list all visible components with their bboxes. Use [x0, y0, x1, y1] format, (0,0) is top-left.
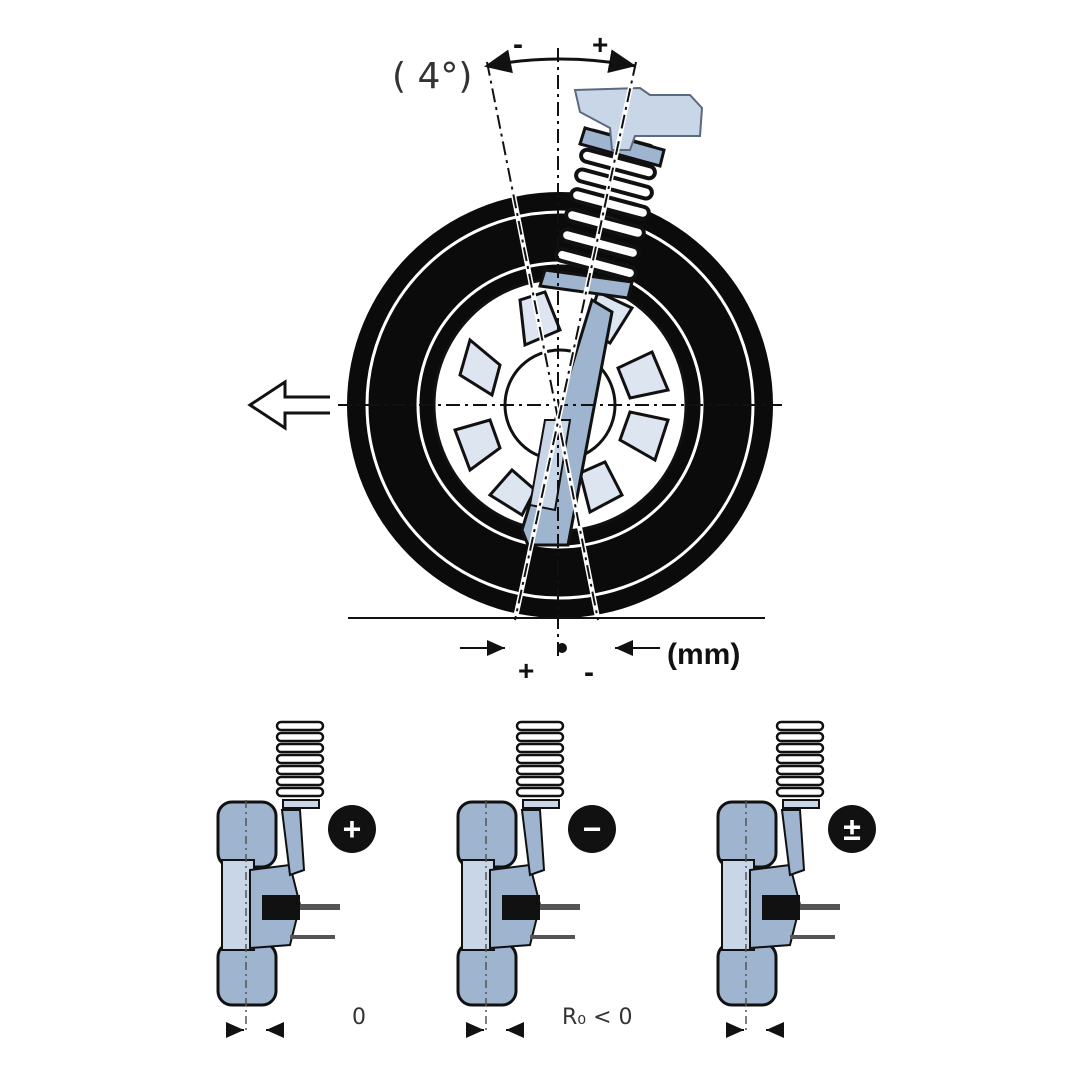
- bottom-plus-sign: +: [518, 655, 534, 686]
- spring-seat: [282, 799, 320, 809]
- strut-mount: [573, 86, 704, 151]
- cv-boot: [262, 895, 300, 920]
- offset-sign-badge-label: −: [583, 811, 602, 847]
- tire-section-upper: [456, 800, 518, 869]
- spring-coil: [515, 731, 565, 743]
- offset-sign-badge: [328, 805, 376, 853]
- spring-coil: [775, 720, 825, 732]
- suspension-variant-3: ±: [716, 720, 876, 1038]
- offset-sign-badge: [828, 805, 876, 853]
- offset-sign-badge: [568, 805, 616, 853]
- spring-seat: [522, 799, 560, 809]
- offset-sign-badge-label: +: [343, 811, 362, 847]
- angle-arc: [484, 49, 637, 74]
- strut-tube: [520, 809, 546, 877]
- spring-seat: [782, 799, 820, 809]
- spring-coil: [275, 742, 325, 754]
- cv-boot: [762, 895, 800, 920]
- spring-coil: [775, 742, 825, 754]
- spring-coil: [515, 753, 565, 765]
- spring-coil: [275, 775, 325, 787]
- spring-coil: [275, 764, 325, 776]
- bottom-minus-sign: -: [584, 656, 594, 689]
- spring-coil: [775, 764, 825, 776]
- tire-section-upper: [716, 800, 778, 869]
- spring-coil: [515, 764, 565, 776]
- positive-inclination-axis: [512, 61, 639, 621]
- contact-point: [557, 643, 567, 653]
- spring-coil: [775, 786, 825, 798]
- tire-section-lower: [456, 941, 518, 1007]
- spring-coil: [775, 775, 825, 787]
- offset-unit-label: (mm): [667, 638, 740, 671]
- spring-coil: [515, 720, 565, 732]
- suspension-variant-2: − R₀ < 0: [456, 720, 633, 1038]
- rim-section: [461, 859, 495, 951]
- spring-coil: [515, 742, 565, 754]
- offset-sign-badge-label: ±: [843, 811, 861, 847]
- strut-tube: [280, 809, 306, 877]
- spring-coil: [275, 731, 325, 743]
- main-wheel-diagram: ( 4°) - + (mm) + -: [247, 28, 782, 689]
- cv-boot: [502, 895, 540, 920]
- top-plus-sign: +: [592, 29, 608, 60]
- spring-coil: [275, 786, 325, 798]
- top-minus-sign: -: [513, 28, 523, 61]
- rim-section: [721, 859, 755, 951]
- negative-inclination-axis-dash: [486, 61, 599, 621]
- spring-coil: [515, 775, 565, 787]
- suspension-variant-1: +0: [216, 720, 376, 1038]
- strut-tube: [780, 809, 806, 877]
- spring-coil: [775, 753, 825, 765]
- offset-caption: R₀ < 0: [562, 1005, 633, 1030]
- spring-coil: [275, 720, 325, 732]
- angle-label: ( 4°): [392, 56, 472, 97]
- tire-section-upper: [216, 800, 278, 869]
- spring-coil: [515, 786, 565, 798]
- spring-coil: [775, 731, 825, 743]
- tire-section-lower: [716, 941, 778, 1007]
- tire-section-lower: [216, 941, 278, 1007]
- direction-arrow-icon: [247, 379, 330, 431]
- spring-coil: [275, 753, 325, 765]
- offset-caption: 0: [352, 1005, 366, 1030]
